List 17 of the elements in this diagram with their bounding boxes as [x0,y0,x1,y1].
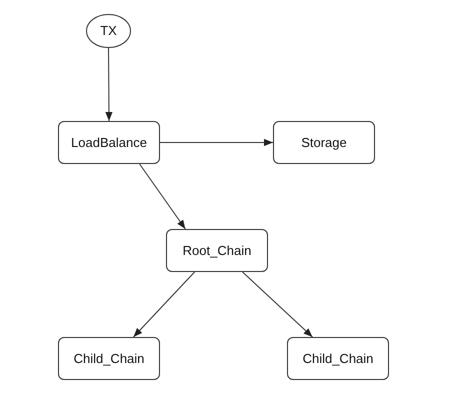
arrow [242,272,313,338]
process-box [287,337,389,380]
process-box [166,229,268,272]
node-label: TX [100,23,117,39]
node-label: Root_Chain [182,242,252,258]
arrow [105,48,113,122]
node-label: Child_Chain [302,350,374,366]
arrow [132,272,196,338]
process-box [58,121,160,164]
process-box [58,337,160,380]
node-label: Storage [301,134,347,150]
process-box [273,121,375,164]
ellipse-node [86,14,131,48]
arrow [160,138,274,146]
node-label: Child_Chain [74,350,144,366]
arrow [139,164,186,230]
node-label: LoadBalance [71,134,147,150]
